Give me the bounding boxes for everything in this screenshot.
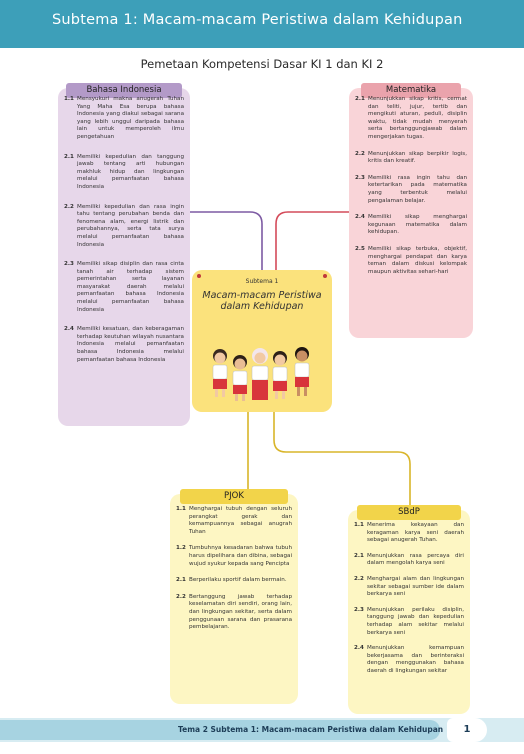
matematika-heading: Matematika <box>361 83 461 98</box>
footer-bar <box>0 720 440 740</box>
connector-matematika <box>275 211 349 270</box>
children-illustration <box>212 347 310 401</box>
child-figure <box>272 351 288 399</box>
pin-icon <box>323 274 327 278</box>
page-title: Pemetaan Kompetensi Dasar KI 1 dan KI 2 <box>140 57 384 71</box>
sbdp-heading: SBdP <box>357 505 461 520</box>
subtheme-card: Subtema 1 Macam-macam Peristiwa dalam Ke… <box>192 270 332 412</box>
pjok-heading: PJOK <box>180 489 288 504</box>
footer-text: Tema 2 Subtema 1: Macam-macam Peristiwa … <box>178 725 444 734</box>
child-figure <box>212 349 228 397</box>
child-figure <box>232 355 248 401</box>
pin-icon <box>197 274 201 278</box>
subtheme-card-title: Macam-macam Peristiwa dalam Kehidupan <box>202 290 322 312</box>
bahasa-indonesia-heading: Bahasa Indonesia <box>66 83 182 98</box>
page-number: 1 <box>447 718 487 742</box>
subtheme-title: Subtema 1: Macam-macam Peristiwa dalam K… <box>52 12 463 28</box>
child-figure <box>294 347 310 396</box>
child-figure <box>251 348 269 400</box>
connector-bahasa-indonesia <box>190 211 263 270</box>
subtheme-label: Subtema 1 <box>245 278 279 285</box>
connector-sbdp <box>273 412 411 510</box>
header-bar: Subtema 1: Macam-macam Peristiwa dalam K… <box>0 0 524 48</box>
